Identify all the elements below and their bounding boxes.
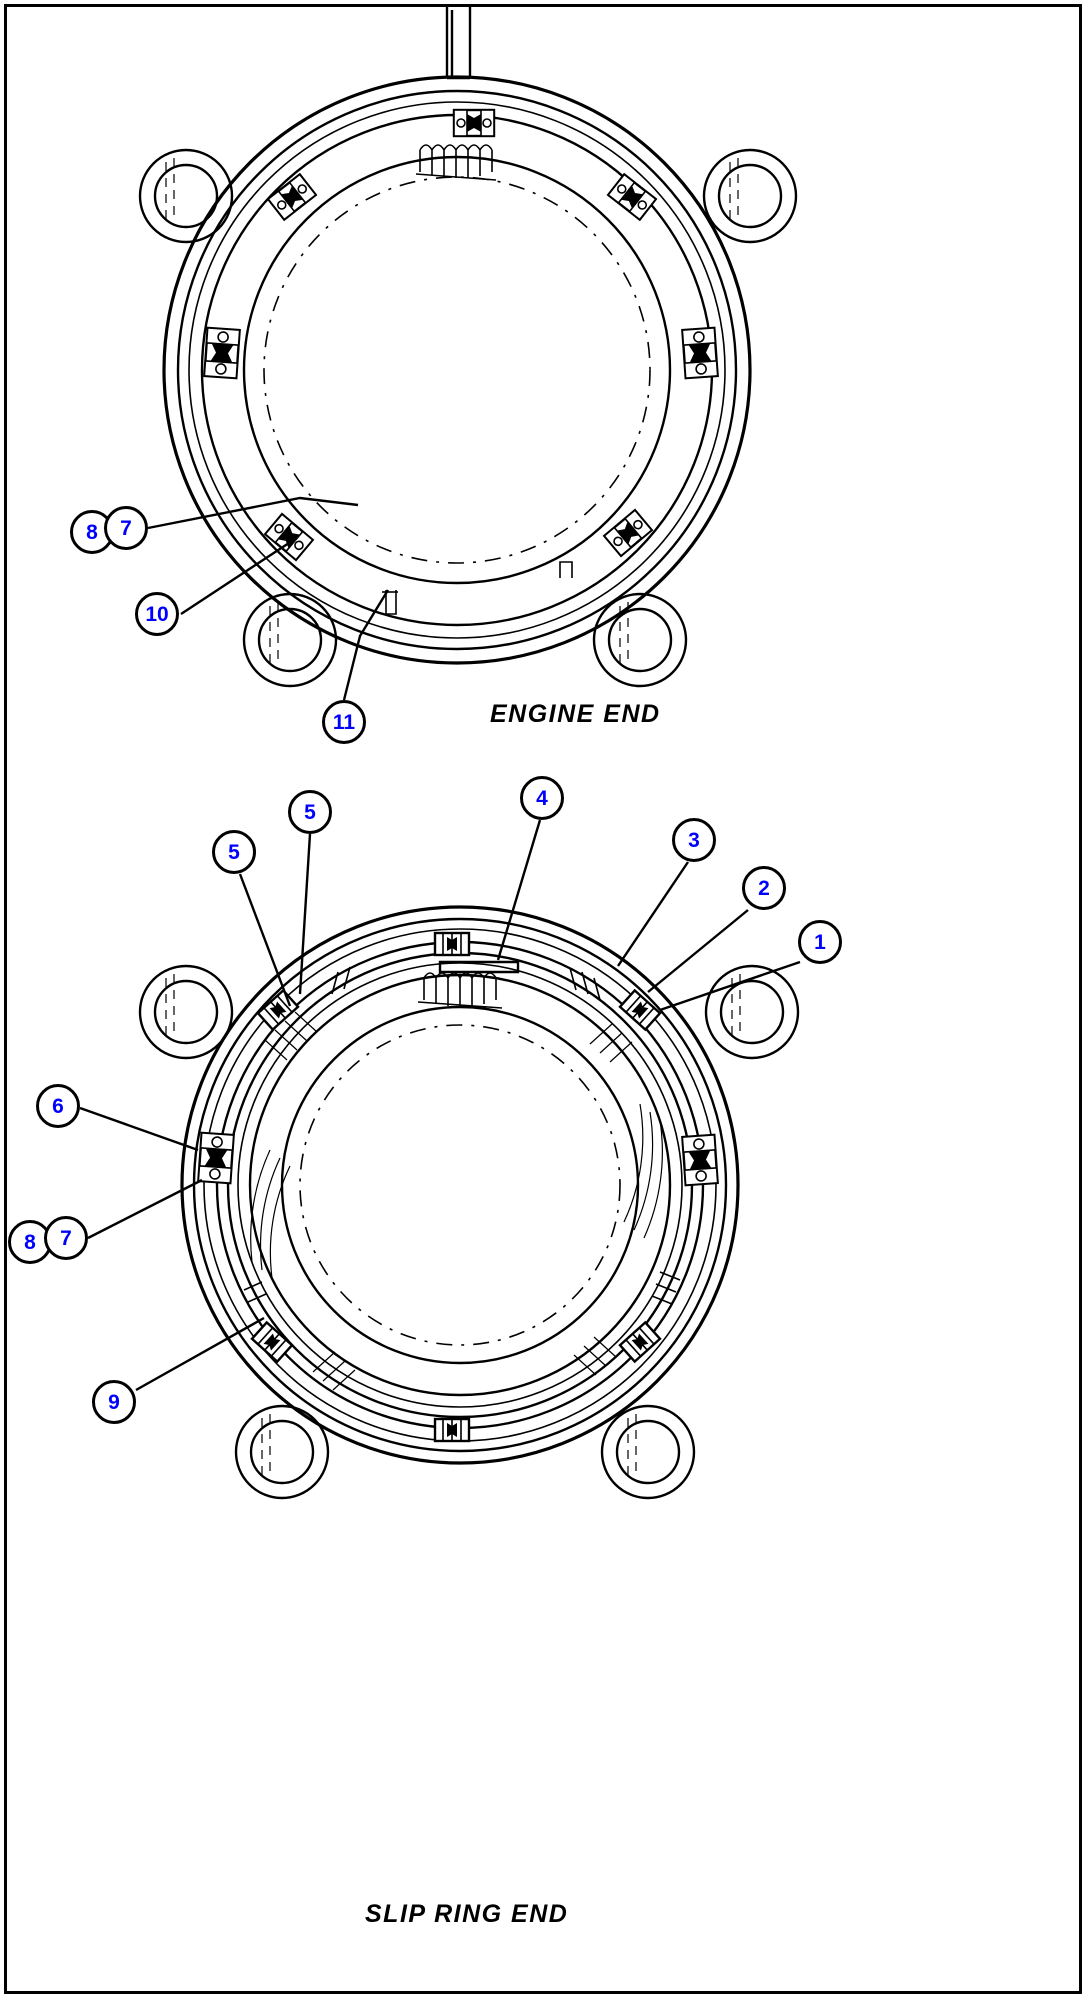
slip-ring-end-leaders bbox=[79, 819, 801, 1392]
view-label-engine-end: ENGINE END bbox=[490, 700, 661, 728]
callout-balloon[interactable]: 4 bbox=[520, 776, 564, 820]
engine-end-leaders bbox=[147, 496, 390, 701]
callout-balloon[interactable]: 9 bbox=[92, 1380, 136, 1424]
callout-balloon[interactable]: 11 bbox=[322, 700, 366, 744]
callout-balloon[interactable]: 10 bbox=[135, 592, 179, 636]
callout-balloon[interactable]: 5 bbox=[288, 790, 332, 834]
view-label-slip-ring-end: SLIP RING END bbox=[365, 1900, 569, 1928]
callout-balloon[interactable]: 7 bbox=[104, 506, 148, 550]
callout-balloon[interactable]: 6 bbox=[36, 1084, 80, 1128]
callout-balloon[interactable]: 1 bbox=[798, 920, 842, 964]
callout-balloon[interactable]: 7 bbox=[44, 1216, 88, 1260]
engine-end-assembly bbox=[138, 6, 798, 688]
page-border-frame bbox=[4, 4, 1082, 1994]
slip-ring-end-assembly bbox=[138, 905, 800, 1500]
callout-balloon[interactable]: 5 bbox=[212, 830, 256, 874]
callout-balloon[interactable]: 2 bbox=[742, 866, 786, 910]
callout-balloon[interactable]: 3 bbox=[672, 818, 716, 862]
